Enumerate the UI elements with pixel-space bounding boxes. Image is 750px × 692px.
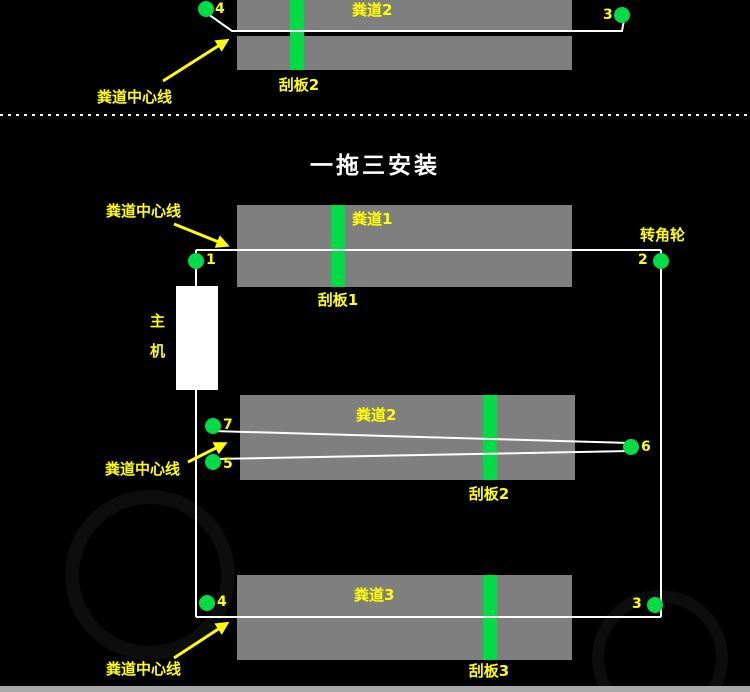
wheel-5 (205, 454, 221, 470)
top-scraper-bar (290, 0, 304, 70)
scraper2-bar (483, 395, 497, 480)
wheel-7 (205, 418, 221, 434)
channel1-centerline-label: 粪道中心线 (106, 202, 182, 220)
scraper2-label: 刮板2 (468, 485, 510, 503)
wheel-2-label: 2 (638, 252, 648, 268)
channel3-slab (237, 575, 572, 660)
wheel-top-4 (198, 1, 214, 17)
scraper1-bar (331, 205, 345, 287)
top-channel-label: 粪道2 (352, 1, 393, 19)
channel2-centerline-label: 粪道中心线 (105, 460, 181, 478)
channel3-name-label: 粪道3 (354, 586, 395, 604)
wheel-5-label: 5 (223, 456, 233, 472)
wheel-3-label: 3 (632, 596, 642, 612)
top-channel-band-lower (237, 36, 572, 70)
corner-wheel-label: 转角轮 (640, 226, 686, 244)
page-bottom-strip (0, 686, 750, 692)
wheel-top-3 (614, 7, 630, 23)
wheel-3 (647, 597, 663, 613)
centerline-arrow-channel1 (173, 222, 230, 248)
wheel-2 (653, 253, 669, 269)
top-scraper-label: 刮板2 (278, 76, 320, 94)
channel1-slab (237, 205, 572, 287)
scraper3-bar (483, 575, 497, 660)
channel3-centerline-label: 粪道中心线 (106, 660, 182, 678)
centerline-arrow-top (162, 38, 230, 83)
channel2-slab (240, 395, 575, 480)
wheel-1-label: 1 (206, 252, 216, 268)
channel2-name-label: 粪道2 (356, 406, 397, 424)
host-machine-box (176, 286, 218, 390)
scraper3-label: 刮板3 (468, 662, 510, 680)
host-label-top: 主 (150, 312, 166, 330)
wheel-4 (199, 595, 215, 611)
wheel-6 (623, 439, 639, 455)
top-channel-band-upper (237, 0, 572, 30)
top-wheel-3-label: 3 (603, 7, 613, 23)
wheel-6-label: 6 (641, 439, 651, 455)
top-wheel-4-label: 4 (215, 1, 225, 17)
top-centerline-label: 粪道中心线 (97, 88, 173, 106)
diagram-title: 一拖三安装 (310, 153, 440, 179)
wheel-4-label: 4 (217, 594, 227, 610)
wheel-1 (188, 253, 204, 269)
scraper1-label: 刮板1 (317, 291, 359, 309)
channel1-name-label: 粪道1 (352, 210, 393, 228)
watermark-ring (65, 490, 235, 660)
centerline-arrow-channel3 (173, 621, 230, 660)
host-label-bottom: 机 (150, 342, 166, 360)
wheel-7-label: 7 (223, 417, 233, 433)
